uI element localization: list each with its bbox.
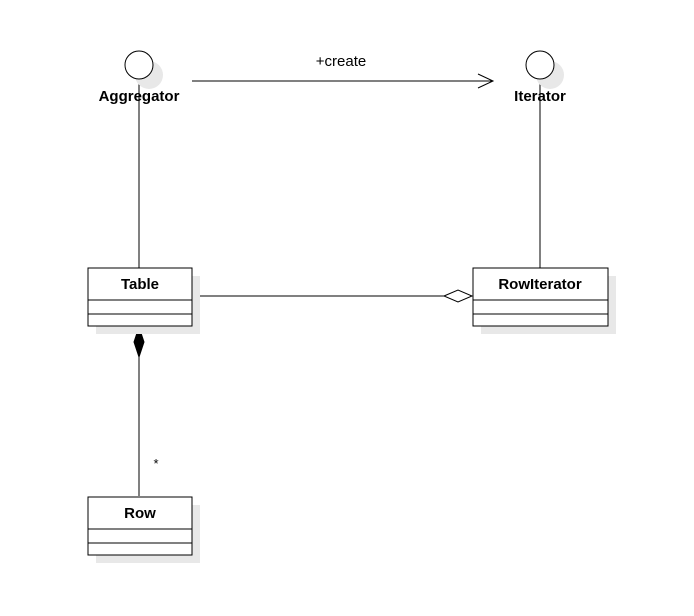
- create-label: +create: [316, 53, 366, 70]
- aggregation-diamond: [442, 289, 474, 303]
- class-rowiterator[interactable]: RowIterator: [472, 267, 616, 334]
- class-table-label: Table: [121, 276, 159, 293]
- class-row-label: Row: [124, 505, 156, 522]
- connectors: +create *: [133, 53, 541, 496]
- class-table[interactable]: Table: [87, 267, 200, 334]
- composition-diamond: [133, 325, 145, 359]
- interface-iterator-label: Iterator: [514, 88, 566, 105]
- class-rowiterator-label: RowIterator: [498, 276, 582, 293]
- composition-multiplicity: *: [153, 456, 158, 471]
- interface-aggregator[interactable]: Aggregator: [99, 50, 180, 105]
- interface-aggregator-label: Aggregator: [99, 88, 180, 105]
- create-arrowhead: [477, 73, 495, 89]
- interface-iterator[interactable]: Iterator: [514, 50, 566, 105]
- class-row[interactable]: Row: [87, 496, 200, 563]
